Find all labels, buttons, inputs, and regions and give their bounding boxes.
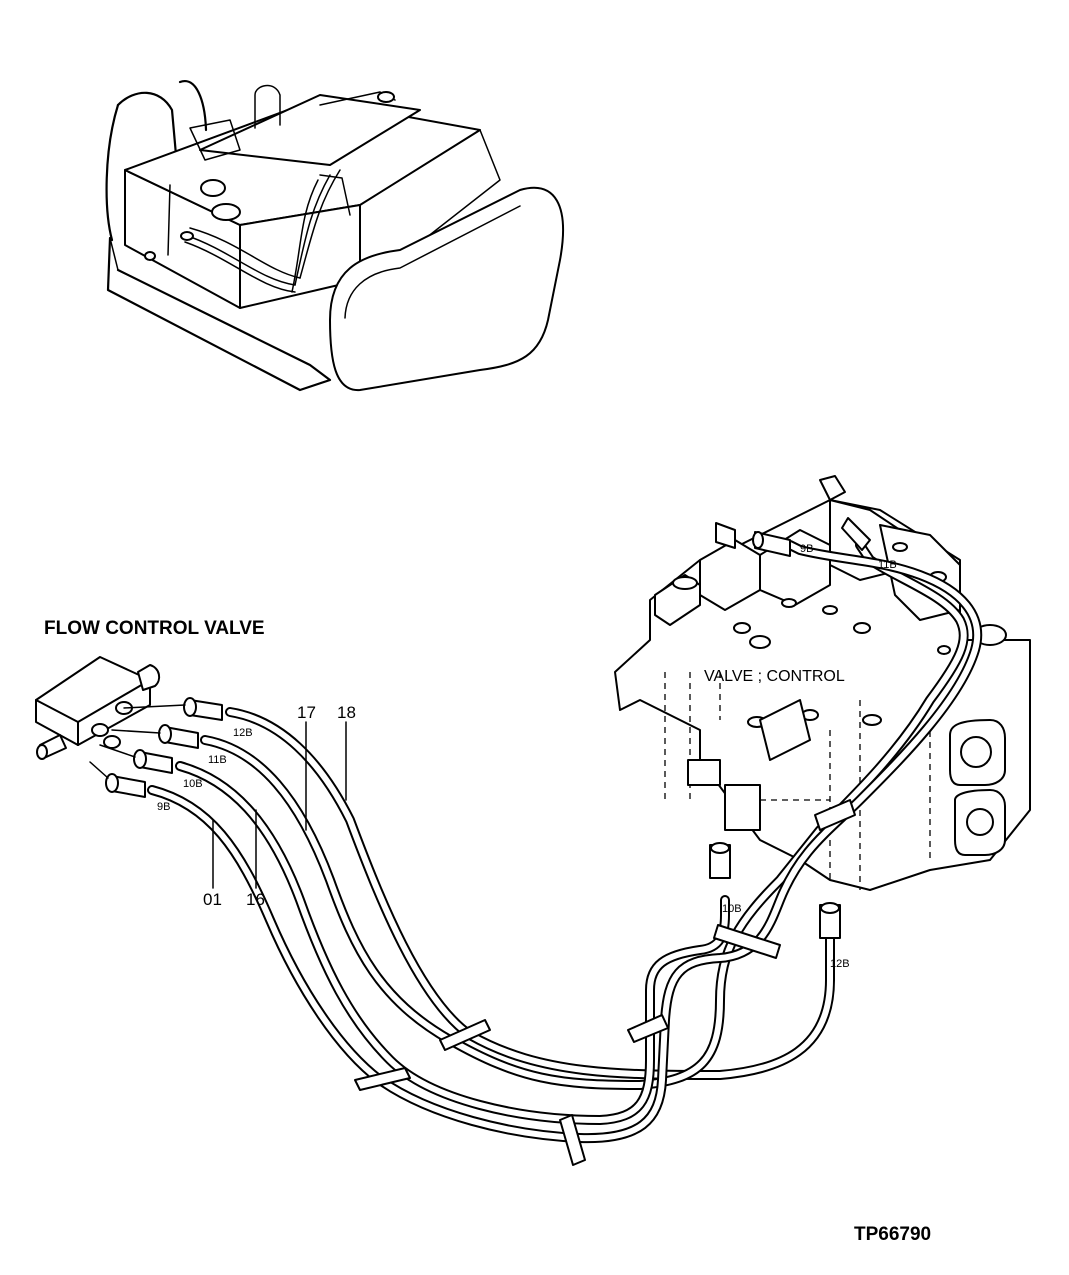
clamp-4 — [627, 1014, 669, 1043]
tag-12b-cv: 12B — [830, 958, 850, 970]
clamp-6 — [814, 799, 856, 831]
flow-valve-fittings — [89, 697, 223, 798]
callout-16: 16 — [246, 890, 265, 909]
tag-9b-cv: 9B — [800, 543, 813, 555]
hose-clamps — [354, 799, 856, 1166]
machine-overview-illustration — [105, 79, 564, 392]
control-valve-label: VALVE ; CONTROL — [704, 668, 845, 685]
drawing-id: TP66790 — [854, 1224, 931, 1245]
flow-control-valve-label: FLOW CONTROL VALVE — [44, 618, 265, 639]
callout-01: 01 — [203, 890, 222, 909]
callout-leaders — [212, 721, 347, 889]
clamp-2 — [439, 1019, 491, 1051]
tag-12b-fcv: 12B — [233, 727, 253, 739]
clamp-3 — [559, 1114, 586, 1166]
callout-17: 17 — [297, 703, 316, 722]
tag-10b-cv: 10B — [722, 903, 742, 915]
control-valve-fittings — [709, 475, 871, 939]
callout-18: 18 — [337, 703, 356, 722]
clamp-5 — [713, 924, 781, 959]
tag-10b-fcv: 10B — [183, 778, 203, 790]
tag-9b-fcv: 9B — [157, 801, 170, 813]
clamp-1 — [354, 1067, 411, 1091]
tag-11b-fcv: 11B — [208, 754, 227, 766]
flow-control-valve-block — [35, 656, 161, 760]
tag-11b-cv: 11B — [878, 559, 897, 571]
hose-10b-fcv — [175, 761, 730, 1125]
